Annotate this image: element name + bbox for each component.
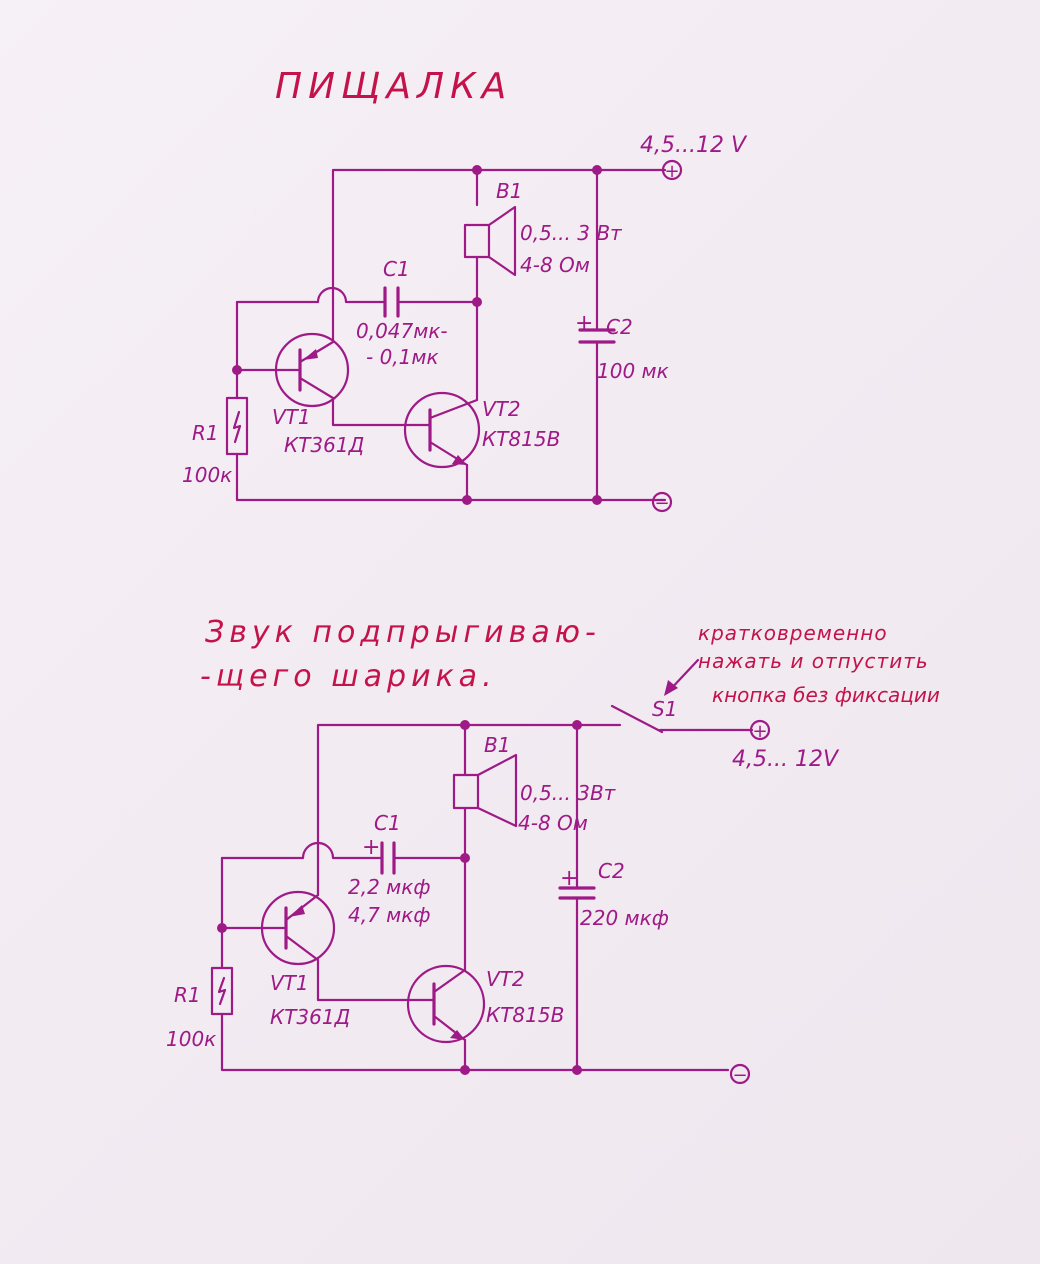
switch-note-arrow (664, 658, 700, 696)
circuit-1-capacitor-c1 (383, 286, 400, 318)
circuit-1-vt1-type: КТ361Д (284, 433, 364, 457)
circuit-1-vt1-ref: VT1 (272, 405, 311, 429)
circuit-1-wires (235, 168, 667, 502)
switch-note-line2: нажать и отпустить (698, 649, 929, 673)
circuit-1-r1-ref: R1 (192, 421, 219, 445)
circuit-2-transistor-vt2 (406, 964, 486, 1044)
circuit-1-c2-plus: + (575, 311, 593, 336)
circuit-2-b1-power: 0,5... 3Вт (520, 781, 617, 805)
circuit-2-c1-val2: 4,7 мкф (348, 903, 430, 927)
circuit-1-junctions (232, 165, 602, 505)
circuit-2-title-line2: -щего шарика. (200, 659, 497, 694)
circuit-2-supply-label: 4,5... 12V (732, 747, 840, 772)
circuit-2-minus-terminal: − (729, 1063, 751, 1086)
circuit-1-resistor-r1 (225, 396, 249, 456)
circuit-2-switch-s1 (610, 704, 664, 734)
circuit-2-c2-val: 220 мкф (580, 906, 669, 930)
circuit-2-resistor-r1 (210, 966, 234, 1016)
circuit-1-capacitor-c2 (578, 328, 616, 344)
svg-text:−: − (654, 493, 669, 514)
circuit-2-c1-plus: + (362, 835, 380, 860)
circuit-2-capacitor-c2 (558, 886, 596, 900)
circuit-2-capacitor-c1 (380, 841, 396, 875)
circuit-1-c2-ref: C2 (606, 315, 633, 339)
circuit-2-speaker-b1 (452, 753, 518, 828)
circuit-2-c2-plus: + (560, 866, 578, 891)
circuit-1-transistor-vt1 (274, 332, 350, 408)
circuit-1-plus-terminal: + (661, 159, 683, 182)
circuit-2-b1-imp: 4-8 Ом (518, 811, 588, 835)
circuit-2-r1-ref: R1 (174, 983, 201, 1007)
circuit-1-c1-val1: 0,047мк- (356, 319, 448, 343)
circuit-2-r1-val: 100к (166, 1027, 216, 1051)
circuit-2-vt1-ref: VT1 (270, 971, 309, 995)
circuit-2-s1-ref: S1 (652, 697, 677, 721)
circuit-1-c2-val: 100 мк (597, 359, 669, 383)
circuit-1-c1-val2: - 0,1мк (366, 345, 439, 369)
circuit-2-c1-val1: 2,2 мкф (348, 875, 430, 899)
circuit-2-c1-ref: C1 (374, 811, 401, 835)
switch-note-line3: кнопка без фиксации (712, 683, 940, 707)
circuit-1-c1-ref: C1 (383, 257, 410, 281)
circuit-2-transistor-vt1 (260, 890, 336, 966)
circuit-1-vt2-type: КТ815В (482, 427, 560, 451)
switch-note-line1: кратковременно (698, 621, 888, 645)
circuit-1-pishchalka: ПИЩАЛКА + (182, 66, 748, 514)
circuit-1-transistor-vt2 (403, 391, 481, 469)
circuit-1-title: ПИЩАЛКА (275, 66, 512, 107)
circuit-1-b1-ref: B1 (496, 179, 522, 203)
circuit-2-wires (220, 723, 754, 1072)
svg-text:−: − (732, 1065, 747, 1086)
circuit-2-c2-ref: C2 (598, 859, 625, 883)
circuit-2-vt2-type: КТ815В (486, 1003, 564, 1027)
circuit-1-supply-label: 4,5...12 V (640, 133, 748, 158)
circuit-1-speaker-b1 (463, 205, 517, 277)
circuit-2-bouncing-ball: Звук подпрыгиваю- -щего шарика. кратковр… (166, 615, 940, 1086)
circuit-2-plus-terminal: + (749, 719, 771, 742)
svg-text:+: + (664, 161, 679, 182)
circuit-2-vt2-ref: VT2 (486, 967, 525, 991)
circuit-2-b1-ref: B1 (484, 733, 510, 757)
circuit-1-minus-terminal: − (651, 491, 673, 514)
svg-text:+: + (752, 721, 767, 742)
circuit-2-junctions (217, 720, 582, 1075)
circuit-1-vt2-ref: VT2 (482, 397, 521, 421)
circuit-2-vt1-type: КТ361Д (270, 1005, 350, 1029)
circuit-2-title-line1: Звук подпрыгиваю- (205, 615, 601, 650)
circuit-1-b1-imp: 4-8 Ом (520, 253, 590, 277)
circuit-1-b1-power: 0,5... 3 Вт (520, 221, 623, 245)
circuit-1-r1-val: 100к (182, 463, 232, 487)
